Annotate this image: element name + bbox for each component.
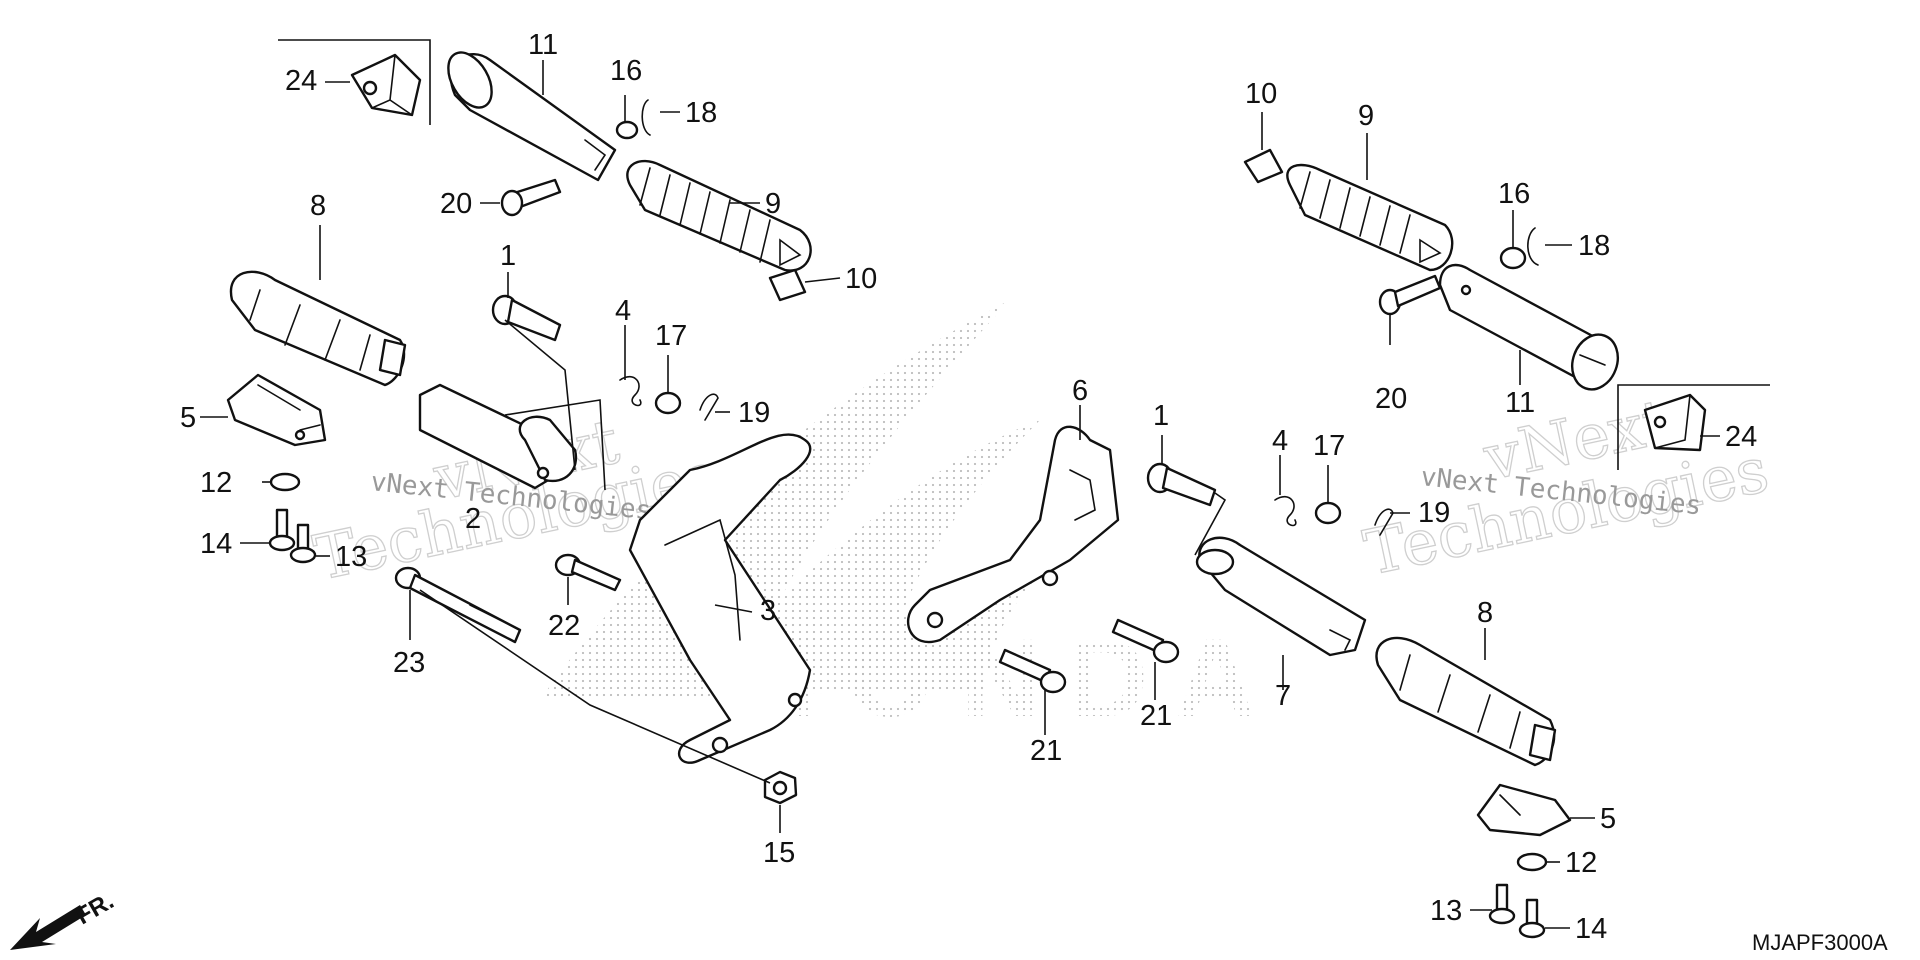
diagram-code: MJAPF3000A [1752, 930, 1888, 955]
part-24-cap-left [350, 53, 422, 117]
part-18-pin-right [1527, 227, 1539, 266]
callout-9-right: 9 [1358, 100, 1374, 132]
callout-13-left: 13 [335, 541, 367, 573]
callout-5-right: 5 [1600, 803, 1616, 835]
callouts: 24 11 16 18 20 9 10 8 1 4 17 19 5 12 2 1… [180, 29, 1757, 945]
part-22-bolt [554, 553, 622, 592]
leader-lines [200, 60, 1720, 929]
callout-1-right: 1 [1153, 400, 1169, 432]
part-10-washer-left [768, 268, 807, 302]
part-18-pin-left [641, 99, 651, 136]
callout-15: 15 [763, 837, 795, 869]
part-1-pin-left [491, 294, 562, 342]
part-23-bolt [394, 566, 522, 644]
part-10-washer-right [1243, 148, 1284, 184]
part-8-rubber-right [1375, 636, 1557, 767]
callout-9-left: 9 [765, 188, 781, 220]
front-direction-indicator: FR. [10, 887, 118, 950]
callout-17-left: 17 [655, 320, 687, 352]
callout-8-left: 8 [310, 190, 326, 222]
callout-10-right: 10 [1245, 78, 1277, 110]
callout-17-right: 17 [1313, 430, 1345, 462]
callout-6: 6 [1072, 375, 1088, 407]
part-16-washer-right [1499, 246, 1527, 270]
part-7-footpeg-right [1195, 536, 1367, 657]
svg-text:HONDA: HONDA [740, 617, 1283, 740]
bracket-top-left [278, 39, 431, 125]
callout-24-right: 24 [1725, 421, 1757, 453]
callout-20-left: 20 [440, 188, 472, 220]
part-4-spring-right [1274, 495, 1297, 527]
part-11-shaft-right [1438, 263, 1619, 391]
part-9-rubber-right [1286, 163, 1454, 272]
part-5-bracket-right [1476, 783, 1572, 837]
part-8-rubber-left [229, 270, 407, 387]
watermark-right: vNext Technologies vNext Technologies [1357, 384, 1775, 590]
part-17-washer-left [654, 391, 682, 415]
callout-18-right: 18 [1578, 230, 1610, 262]
callout-10-left: 10 [845, 263, 877, 295]
part-4-spring-left [619, 375, 642, 407]
part-6-bracket-right [906, 425, 1120, 644]
callout-22: 22 [548, 610, 580, 642]
part-7-footpeg-left [418, 383, 578, 490]
part-20-pin-left [500, 178, 562, 217]
part-13-bolt-right [1488, 883, 1516, 925]
part-14-bolt-left [268, 508, 296, 552]
callout-11-right: 11 [1505, 387, 1535, 419]
callout-4-right: 4 [1272, 425, 1288, 457]
callout-19-left: 19 [738, 397, 770, 429]
callout-12-right: 12 [1565, 847, 1597, 879]
callout-18-left: 18 [685, 97, 717, 129]
front-arrow-icon [10, 905, 86, 950]
part-21-bolt-a [998, 648, 1067, 694]
part-5-bracket-left [226, 373, 327, 447]
callout-12-left: 12 [200, 467, 232, 499]
callout-19-right: 19 [1418, 497, 1450, 529]
part-13-bolt-left [289, 523, 317, 564]
callout-16-left: 16 [610, 55, 642, 87]
front-label: FR. [72, 887, 119, 930]
part-12-washer-left [269, 472, 301, 492]
part-20-pin-right [1378, 274, 1442, 316]
callout-21-b: 21 [1140, 700, 1172, 732]
callout-7: 7 [1275, 680, 1291, 712]
callout-23: 23 [393, 647, 425, 679]
part-1-pin-right [1146, 462, 1217, 507]
part-19-pin-left [699, 393, 719, 421]
callout-20-right: 20 [1375, 383, 1407, 415]
callout-3: 3 [760, 595, 776, 627]
part-15-nut [763, 770, 798, 805]
callout-1-left: 1 [500, 240, 516, 272]
part-14-bolt-right [1518, 898, 1546, 939]
callout-2: 2 [465, 503, 481, 535]
callout-13-right: 13 [1430, 895, 1462, 927]
callout-21-a: 21 [1030, 735, 1062, 767]
callout-16-right: 16 [1498, 178, 1530, 210]
part-17-washer-right [1314, 501, 1342, 525]
bracket-right [1617, 384, 1770, 470]
callout-11-left: 11 [528, 29, 558, 61]
callout-14-left: 14 [200, 528, 232, 560]
callout-14-right: 14 [1575, 913, 1607, 945]
callout-24-left: 24 [285, 65, 317, 97]
part-21-bolt-b [1111, 618, 1180, 664]
part-3-bracket-left [628, 433, 812, 764]
part-12-washer-right [1516, 852, 1548, 872]
part-16-washer-left [615, 120, 639, 140]
part-24-cap-right [1643, 393, 1707, 452]
callout-4-left: 4 [615, 295, 631, 327]
part-9-rubber-left [626, 159, 812, 272]
callout-8-right: 8 [1477, 597, 1493, 629]
callout-5-left: 5 [180, 402, 196, 434]
part-11-shaft-left [447, 51, 617, 182]
